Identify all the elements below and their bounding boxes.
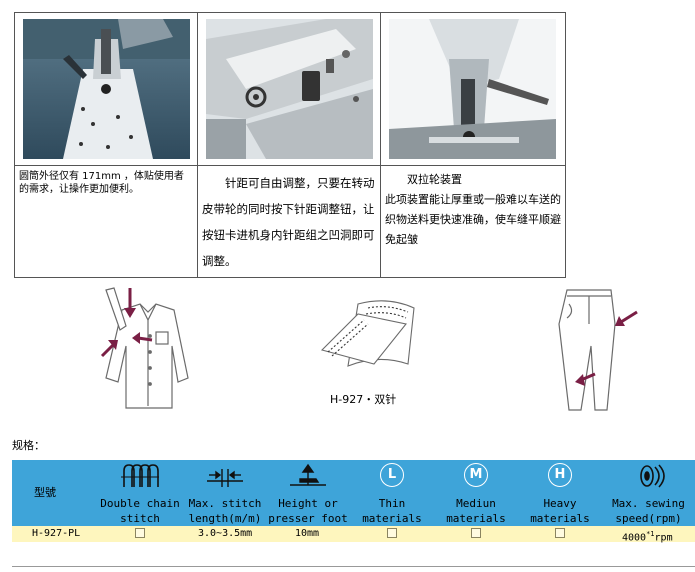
fabric-seam-illustration (318, 294, 418, 374)
shirt-illustration (92, 286, 202, 412)
spec-col-heavy: H Heavy materials (518, 460, 602, 526)
medium-materials-icon: M (464, 463, 488, 487)
spec-label-line1: Max. stitch (188, 497, 262, 510)
spec-header-band: 型號 Double chain stitch Max. stitch length(… (12, 460, 695, 526)
feature-cell-cylinder: 圆筒外径仅有 171mm ，体贴使用者的需求，让操作更加便利。 (15, 13, 198, 277)
spec-label-line1: Thin (378, 497, 406, 510)
illustration-caption: H-927・双针 (330, 393, 397, 406)
spec-col-stitch-length: Max. stitch length(m/m) (184, 460, 266, 526)
spec-label-line2: materials (362, 512, 422, 525)
thin-materials-icon: L (380, 463, 404, 487)
stitch-adjust-photo (206, 19, 373, 159)
sewing-speed-icon (629, 463, 669, 493)
badge-letter: L (380, 463, 404, 487)
spec-label-line2: materials (446, 512, 506, 525)
heavy-check (555, 528, 565, 538)
speed-unit: rpm (654, 532, 673, 544)
presser-foot-icon (288, 463, 328, 493)
speed-footnote: *1 (646, 530, 655, 538)
spec-col-double-chain: Double chain stitch (96, 460, 184, 526)
heavy-materials-icon: H (548, 463, 572, 487)
cylinder-bed-photo (23, 19, 190, 159)
spec-label-line2: stitch (120, 512, 160, 525)
spec-label-line1: Mediun (456, 497, 496, 510)
double-chain-icon (120, 463, 160, 493)
spec-col-speed: Max. sewing speed(rpm) (602, 460, 695, 526)
spec-col-presser-foot: Height or presser foot (266, 460, 350, 526)
stitch-length-icon (205, 463, 245, 493)
feature-cell-puller: 双拉轮装置 此项装置能让厚重或一般难以车送的织物送料更快速准确，使车缝平顺避免起… (381, 13, 565, 277)
speed-value: 4000 (622, 532, 647, 544)
medium-check (471, 528, 481, 538)
thin-check (387, 528, 397, 538)
feature-cell-stitch-adjust: 针距可自由调整，只要在转动皮带轮的同时按下针距调整钮，让按钮卡进机身内针距组之凹… (198, 13, 381, 277)
model-header: 型號 (34, 486, 56, 499)
feature-text-puller: 双拉轮装置 此项装置能让厚重或一般难以车送的织物送料更快速准确，使车缝平顺避免起… (385, 170, 561, 250)
speed-cell: 4000*1rpm (622, 527, 673, 545)
spec-row: H-927-PL 3.0~3.5mm 10mm 4000*1rpm (12, 526, 695, 545)
spec-label-line2: speed(rpm) (615, 512, 682, 525)
spec-label-line2: materials (530, 512, 590, 525)
feature-title-puller: 双拉轮装置 (385, 173, 462, 186)
spec-label-line1: Heavy (543, 497, 577, 510)
foot-height-cell: 10mm (295, 528, 320, 539)
stitch-length-cell: 3.0~3.5mm (198, 528, 253, 539)
spec-label-line1: Height or (278, 497, 338, 510)
feature-caption-stitch-adjust: 针距可自由调整，只要在转动皮带轮的同时按下针距调整钮，让按钮卡进机身内针距组之凹… (202, 176, 375, 268)
pants-illustration (545, 284, 645, 414)
row-divider (15, 165, 565, 166)
badge-letter: H (548, 463, 572, 487)
model-cell: H-927-PL (32, 528, 81, 539)
bottom-rule (12, 566, 695, 567)
spec-label-line1: Double chain (100, 497, 180, 510)
feature-caption-cylinder: 圆筒外径仅有 171mm ，体贴使用者的需求，让操作更加便利。 (19, 171, 184, 195)
badge-letter: M (464, 463, 488, 487)
spec-label-line1: Max. sewing (612, 497, 685, 510)
spec-label: 规格： (12, 439, 45, 452)
double-chain-check (135, 528, 145, 538)
double-puller-photo (389, 19, 556, 159)
spec-label-line2: length(m/m) (188, 512, 262, 525)
spec-label-line2: presser foot (268, 512, 348, 525)
spec-col-medium: M Mediun materials (434, 460, 518, 526)
feature-table: 圆筒外径仅有 171mm ，体贴使用者的需求，让操作更加便利。 针距可自由调整，… (14, 12, 566, 278)
spec-col-thin: L Thin materials (350, 460, 434, 526)
feature-caption-puller: 此项装置能让厚重或一般难以车送的织物送料更快速准确，使车缝平顺避免起皱 (385, 193, 561, 246)
